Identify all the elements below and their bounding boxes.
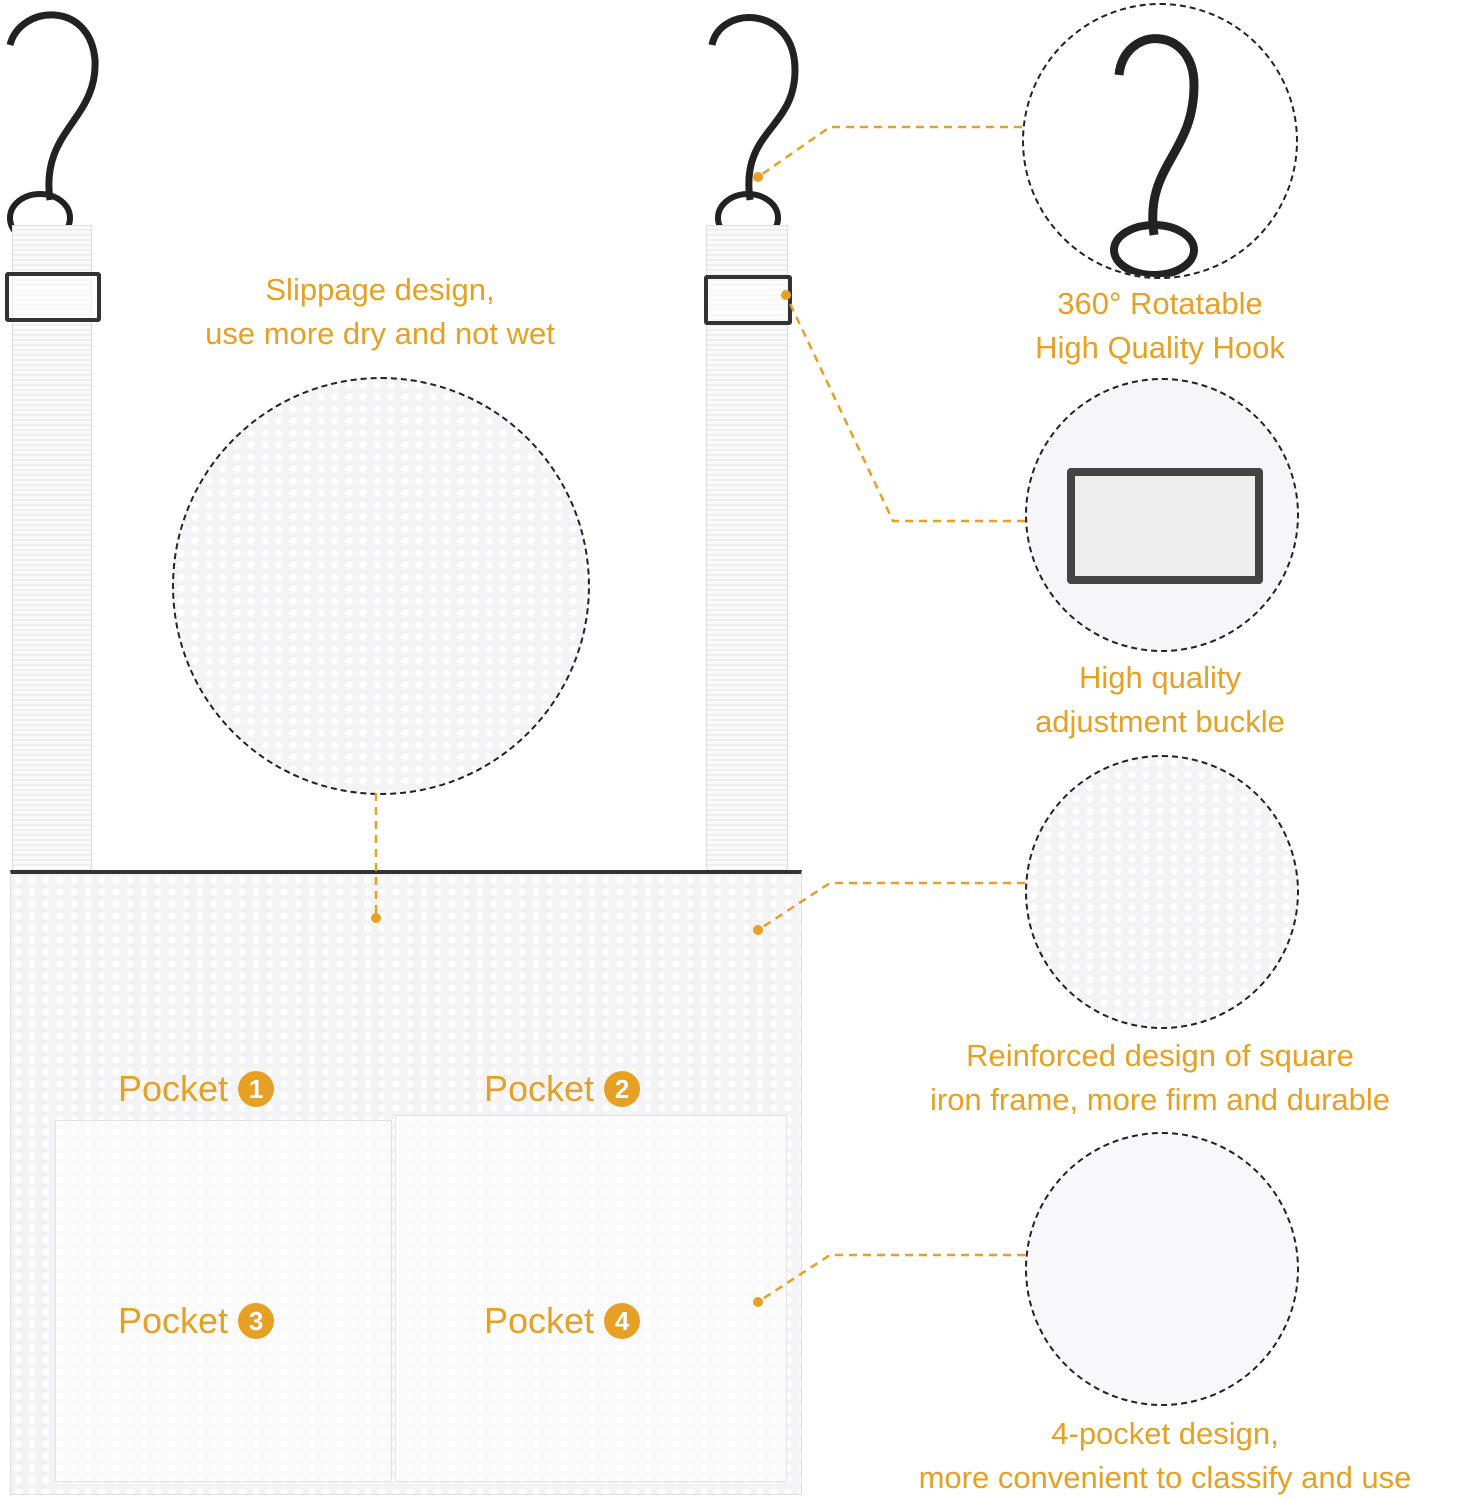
left-strap <box>12 225 92 947</box>
pocket-detail-circle <box>1025 1132 1299 1406</box>
mesh-detail-circle <box>172 377 590 795</box>
right-buckle <box>704 275 792 325</box>
right-strap <box>706 225 788 947</box>
pocket-front-left <box>55 1120 392 1482</box>
buckle-detail-circle <box>1025 378 1299 652</box>
frame-detail-circle <box>1025 755 1299 1029</box>
caption-pockets: 4-pocket design,more convenient to class… <box>918 1416 1412 1495</box>
pocket-front-right <box>395 1115 787 1482</box>
hook-detail-circle <box>1022 3 1298 279</box>
left-buckle <box>5 272 101 322</box>
caption-slippage: Slippage design,use more dry and not wet <box>205 272 555 351</box>
